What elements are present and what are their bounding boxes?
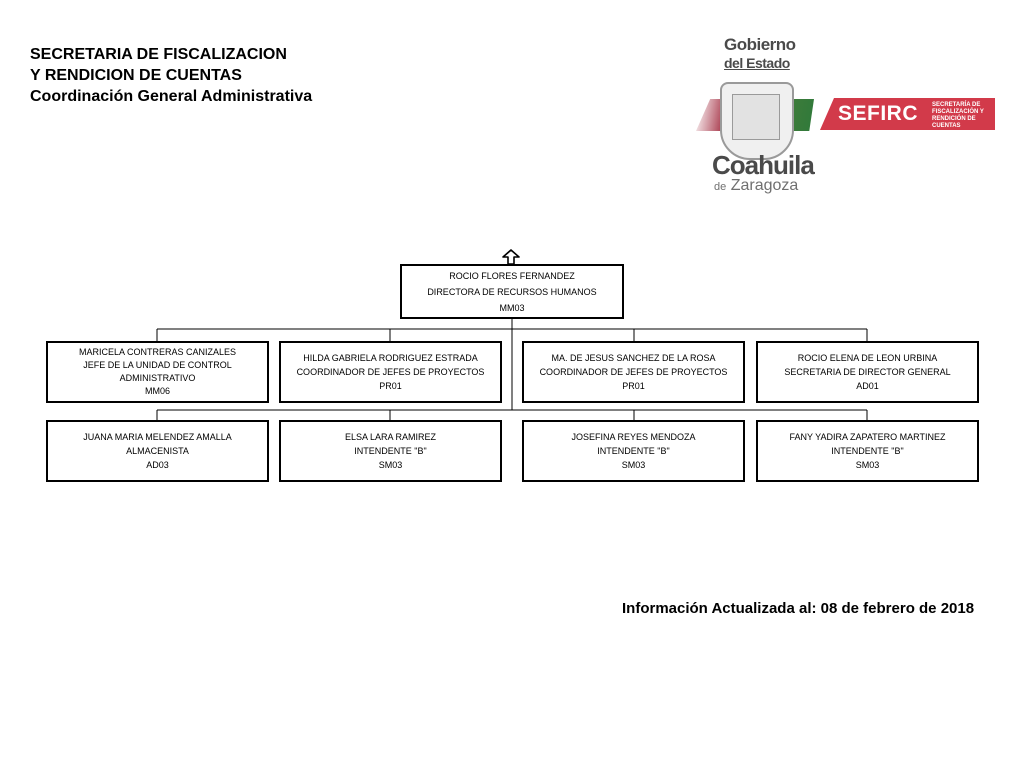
logo-zaragoza: Zaragoza (730, 177, 799, 194)
org-box-title: JEFE DE LA UNIDAD DE CONTROL (83, 360, 232, 370)
title-line-1: SECRETARIA DE FISCALIZACION (30, 46, 287, 63)
org-box-name: MA. DE JESUS SANCHEZ DE LA ROSA (551, 353, 716, 363)
coat-of-arms-icon (720, 82, 794, 160)
org-box-name: MARICELA CONTRERAS CANIZALES (78, 347, 237, 357)
org-box-control-unit: MARICELA CONTRERAS CANIZALES JEFE DE LA … (46, 341, 269, 403)
org-box-director-secretary: ROCIO ELENA DE LEON URBINA SECRETARIA DE… (756, 341, 979, 403)
org-box-code: MM03 (499, 302, 525, 313)
logo-del-estado: del Estado (724, 55, 790, 71)
title-line-3: Coordinación General Administrativa (30, 88, 313, 105)
org-box-code: MM06 (144, 386, 170, 396)
government-logo: Gobierno del Estado SEFIRC SECRETARÍA DE… (696, 32, 1002, 198)
sefirc-subtitle: SECRETARÍA DE FISCALIZACIÓN Y RENDICIÓN … (932, 102, 984, 129)
org-box-title: INTENDENTE "B" (597, 446, 670, 456)
logo-de: de (714, 181, 727, 193)
logo-coahuila: Coahuila (712, 150, 815, 180)
org-box-title: SECRETARIA DE DIRECTOR GENERAL (784, 367, 951, 377)
org-box-warehouse: JUANA MARIA MELENDEZ AMALLA ALMACENISTA … (46, 420, 269, 482)
org-box-janitor-3: FANY YADIRA ZAPATERO MARTINEZ INTENDENTE… (756, 420, 979, 482)
update-date-note: Información Actualizada al: 08 de febrer… (622, 600, 975, 617)
org-box-code: PR01 (622, 381, 645, 391)
org-box-janitor-1: ELSA LARA RAMIREZ INTENDENTE "B" SM03 (279, 420, 502, 482)
org-box-project-coordinator-1: HILDA GABRIELA RODRIGUEZ ESTRADA COORDIN… (279, 341, 502, 403)
org-box-title: INTENDENTE "B" (831, 446, 904, 456)
sefirc-banner (820, 98, 995, 130)
org-box-name: JOSEFINA REYES MENDOZA (571, 432, 696, 442)
org-box-title: COORDINADOR DE JEFES DE PROYECTOS (296, 367, 485, 377)
org-box-code: AD01 (856, 381, 879, 391)
logo-de-zaragoza: de Zaragoza (714, 177, 798, 195)
org-box-name: FANY YADIRA ZAPATERO MARTINEZ (789, 432, 946, 442)
org-box-director: ROCIO FLORES FERNANDEZ DIRECTORA DE RECU… (400, 264, 624, 319)
org-box-title: DIRECTORA DE RECURSOS HUMANOS (427, 286, 597, 297)
sefirc-label: SEFIRC (838, 102, 919, 125)
up-arrow-icon (502, 249, 520, 265)
org-box-title: ADMINISTRATIVO (119, 373, 196, 383)
org-box-project-coordinator-2: MA. DE JESUS SANCHEZ DE LA ROSA COORDINA… (522, 341, 745, 403)
org-box-title: ALMACENISTA (126, 446, 189, 456)
title-line-2: Y RENDICION DE CUENTAS (30, 67, 242, 84)
logo-gobierno-text: Gobierno del Estado (724, 36, 796, 72)
page-title: SECRETARIA DE FISCALIZACION Y RENDICION … (30, 44, 312, 107)
org-box-name: HILDA GABRIELA RODRIGUEZ ESTRADA (303, 353, 478, 363)
org-box-code: PR01 (379, 381, 402, 391)
org-box-title: COORDINADOR DE JEFES DE PROYECTOS (539, 367, 728, 377)
org-box-title: INTENDENTE "B" (354, 446, 427, 456)
org-box-code: SM03 (855, 460, 880, 470)
org-box-code: AD03 (146, 460, 169, 470)
org-box-code: SM03 (621, 460, 646, 470)
org-box-code: SM03 (378, 460, 403, 470)
org-box-name: ROCIO ELENA DE LEON URBINA (797, 353, 938, 363)
org-box-janitor-2: JOSEFINA REYES MENDOZA INTENDENTE "B" SM… (522, 420, 745, 482)
org-box-name: ROCIO FLORES FERNANDEZ (449, 270, 575, 281)
logo-gobierno: Gobierno (724, 35, 796, 54)
org-box-name: ELSA LARA RAMIREZ (344, 432, 437, 442)
org-box-name: JUANA MARIA MELENDEZ AMALLA (83, 432, 232, 442)
